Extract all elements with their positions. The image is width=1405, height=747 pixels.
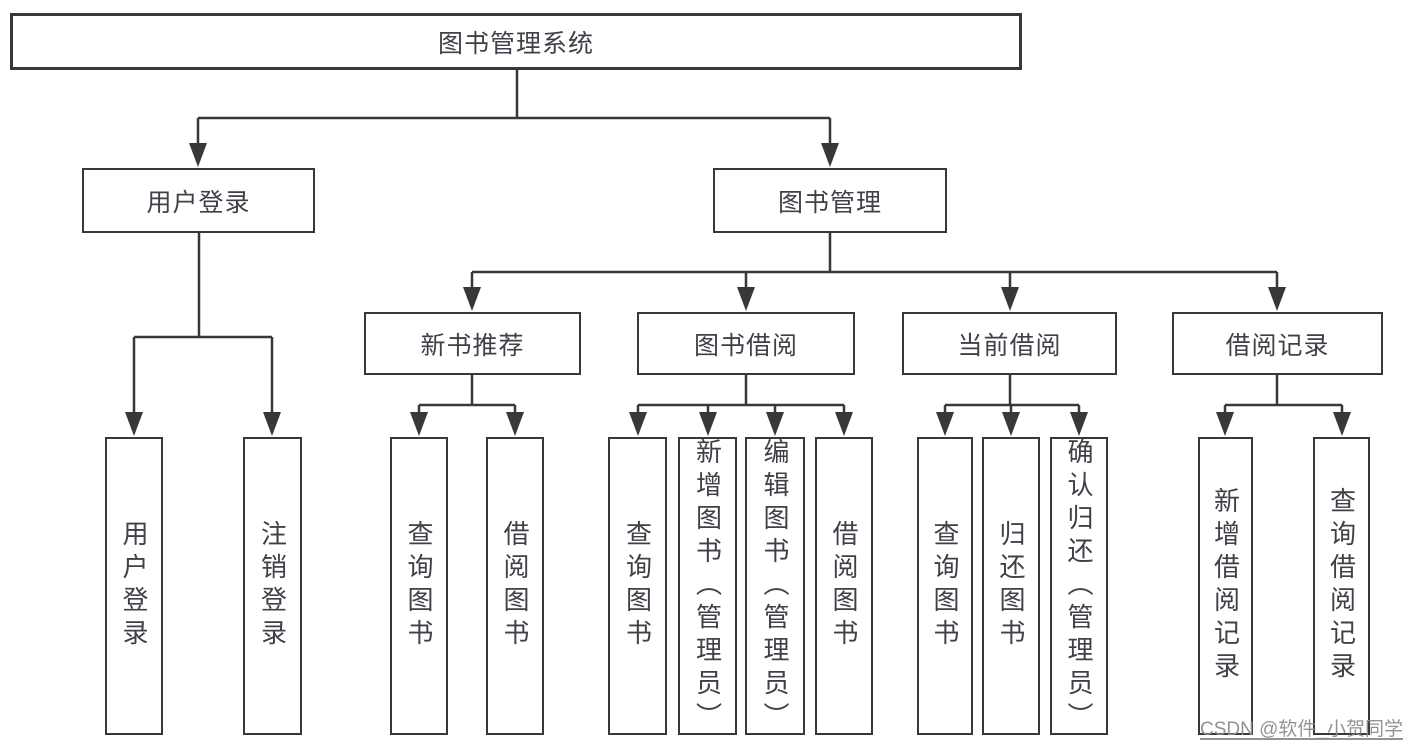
node-label: 归还图书	[996, 520, 1026, 652]
node-label: 借阅图书	[500, 520, 530, 652]
node-label: 借阅记录	[1225, 331, 1330, 360]
node-borrowing-records: 借阅记录	[1172, 312, 1383, 375]
leaf-confirm-return-admin: 确认归还（管理员）	[1050, 437, 1108, 735]
node-current-borrowing: 当前借阅	[902, 312, 1117, 375]
leaf-query-books-borrowing: 查询图书	[608, 437, 667, 735]
leaf-query-books-recommend: 查询图书	[390, 437, 448, 735]
csdn-watermark: CSDN @软件_小贺同学	[1200, 719, 1403, 740]
node-label: 借阅图书	[829, 520, 859, 652]
node-label: 用户登录	[146, 188, 251, 217]
leaf-add-book-admin: 新增图书（管理员）	[678, 437, 737, 735]
leaf-add-borrow-record: 新增借阅记录	[1198, 437, 1253, 735]
node-label: 当前借阅	[957, 331, 1062, 360]
node-label: 新增借阅记录	[1210, 487, 1241, 685]
leaf-borrow-books: 借阅图书	[815, 437, 873, 735]
leaf-logout: 注销登录	[243, 437, 302, 735]
node-label: 查询图书	[404, 520, 434, 652]
node-label: 注销登录	[257, 520, 288, 652]
leaf-borrow-books-recommend: 借阅图书	[486, 437, 544, 735]
node-new-book-recommendation: 新书推荐	[364, 312, 581, 375]
node-label: 用户登录	[119, 520, 149, 652]
node-user-login: 用户登录	[82, 168, 315, 233]
leaf-user-login: 用户登录	[105, 437, 163, 735]
node-label: 查询借阅记录	[1326, 487, 1357, 685]
leaf-edit-book-admin: 编辑图书（管理员）	[745, 437, 805, 735]
leaf-query-borrow-record: 查询借阅记录	[1313, 437, 1370, 735]
node-label: 图书管理	[777, 188, 882, 217]
node-label: 确认归还（管理员）	[1064, 437, 1094, 735]
node-label: 编辑图书（管理员）	[760, 437, 790, 735]
leaf-return-books: 归还图书	[982, 437, 1040, 735]
node-book-management: 图书管理	[713, 168, 947, 233]
leaf-query-books-current: 查询图书	[917, 437, 973, 735]
node-library-management-system: 图书管理系统	[10, 13, 1022, 70]
node-label: 图书借阅	[693, 331, 798, 360]
node-label: 查询图书	[622, 520, 653, 652]
node-label: 图书管理系统	[437, 29, 594, 58]
node-book-borrowing: 图书借阅	[637, 312, 855, 375]
node-label: 查询图书	[930, 520, 960, 652]
node-label: 新书推荐	[420, 331, 525, 360]
node-label: 新增图书（管理员）	[692, 437, 723, 735]
